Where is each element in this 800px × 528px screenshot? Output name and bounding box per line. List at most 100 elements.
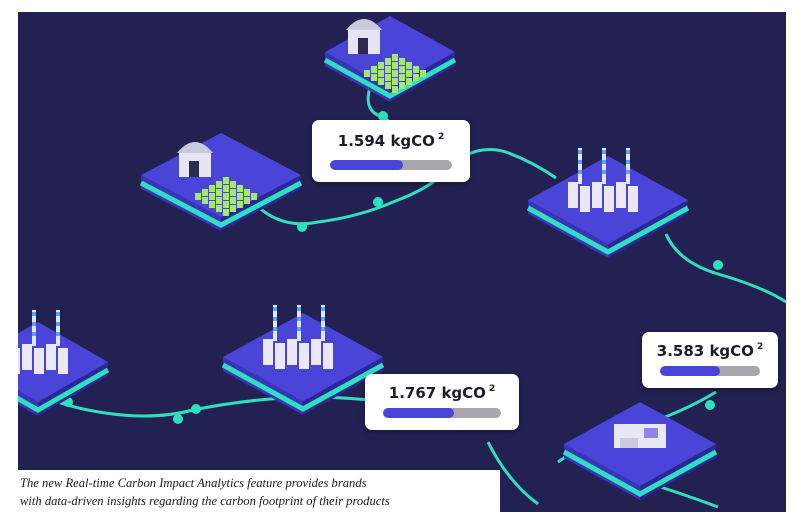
crop-plant: [413, 66, 419, 73]
factory-block: [568, 182, 578, 208]
factory-platform-icon: [526, 148, 690, 258]
crop-plant: [385, 66, 391, 73]
emission-value-text: 3.583 kgCO: [656, 342, 754, 360]
warehouse-door: [620, 438, 638, 448]
chimney-stripe: [321, 307, 325, 311]
factory-block: [592, 182, 602, 208]
crop-plant: [202, 189, 208, 196]
crop-plant: [406, 62, 412, 69]
warehouse-window: [644, 428, 658, 438]
route-node: [373, 197, 383, 207]
chimney-stripe: [32, 332, 36, 336]
crop-plant: [392, 62, 398, 69]
crop-plant: [209, 201, 215, 208]
crop-plant: [237, 193, 243, 200]
chimney-stripe: [578, 170, 582, 174]
chimney-stripe: [297, 307, 301, 311]
factory-block: [22, 344, 32, 370]
crop-plant: [223, 209, 229, 216]
chimney: [273, 305, 277, 341]
chimney-stripe: [273, 307, 277, 311]
chimney-stripe: [32, 312, 36, 316]
platforms: [0, 16, 718, 500]
emission-bar-track: [660, 366, 760, 376]
crop-plant: [385, 74, 391, 81]
factory-block: [10, 348, 20, 374]
route-node: [191, 404, 201, 414]
chimney: [602, 148, 606, 184]
chimney: [578, 148, 582, 184]
factory-block: [287, 339, 297, 365]
factory-block: [580, 186, 590, 212]
platform-accent-stripe: [323, 57, 457, 99]
emission-value-text: 1.767 kgCO: [388, 384, 486, 402]
route-node: [713, 260, 723, 270]
chimney: [56, 310, 60, 346]
route-line: [664, 233, 787, 304]
factory-platform-icon: [221, 305, 385, 415]
crop-plant: [209, 193, 215, 200]
crop-plant: [385, 58, 391, 65]
crop-plant: [209, 185, 215, 192]
crop-plant: [385, 82, 391, 89]
factory-block: [299, 343, 309, 369]
factory-block: [58, 348, 68, 374]
crop-plant: [392, 86, 398, 93]
crop-plant: [399, 58, 405, 65]
crop-plant: [237, 201, 243, 208]
crop-plant: [216, 205, 222, 212]
crop-plant: [406, 78, 412, 85]
caption-line-1: The new Real-time Carbon Impact Analytic…: [20, 476, 367, 490]
route-node: [378, 111, 388, 121]
factory-block: [628, 186, 638, 212]
crop-plant: [371, 74, 377, 81]
emission-bar-fill: [383, 408, 454, 418]
crop-plant: [364, 70, 370, 77]
chimney-stripe: [602, 160, 606, 164]
chimney-stripe: [297, 327, 301, 331]
crop-plant: [230, 205, 236, 212]
platform-accent-stripe: [0, 367, 110, 413]
chimney: [321, 305, 325, 341]
route-node: [297, 222, 307, 232]
crop-plant: [216, 181, 222, 188]
chimney-stripe: [578, 150, 582, 154]
emission-bar-track: [383, 408, 501, 418]
crop-plant: [230, 197, 236, 204]
chimney-stripe: [56, 332, 60, 336]
crop-plant: [406, 70, 412, 77]
crop-plant: [216, 197, 222, 204]
chimney-stripe: [626, 150, 630, 154]
caption-text: The new Real-time Carbon Impact Analytic…: [18, 470, 500, 510]
farm-platform-icon: [323, 16, 457, 102]
crop-plant: [244, 189, 250, 196]
crop-plant: [244, 197, 250, 204]
crop-plant: [392, 70, 398, 77]
crop-plant: [223, 193, 229, 200]
chimney: [626, 148, 630, 184]
chimney-stripe: [32, 322, 36, 326]
crop-plant: [223, 185, 229, 192]
barn-roof: [346, 19, 382, 30]
crop-plant: [392, 78, 398, 85]
crop-plant: [195, 193, 201, 200]
crop-plant: [399, 66, 405, 73]
crop-plant: [216, 189, 222, 196]
crop-plant: [230, 189, 236, 196]
factory-block: [275, 343, 285, 369]
emission-value-text: 1.594 kgCO: [337, 132, 435, 150]
crop-plant: [399, 74, 405, 81]
chimney-stripe: [273, 327, 277, 331]
crop-plant: [371, 66, 377, 73]
barn-door: [358, 38, 368, 54]
chimney-stripe: [56, 322, 60, 326]
emission-value-superscript: 2: [437, 132, 445, 142]
platform-accent-stripe: [526, 205, 690, 255]
crop-plant: [392, 54, 398, 61]
